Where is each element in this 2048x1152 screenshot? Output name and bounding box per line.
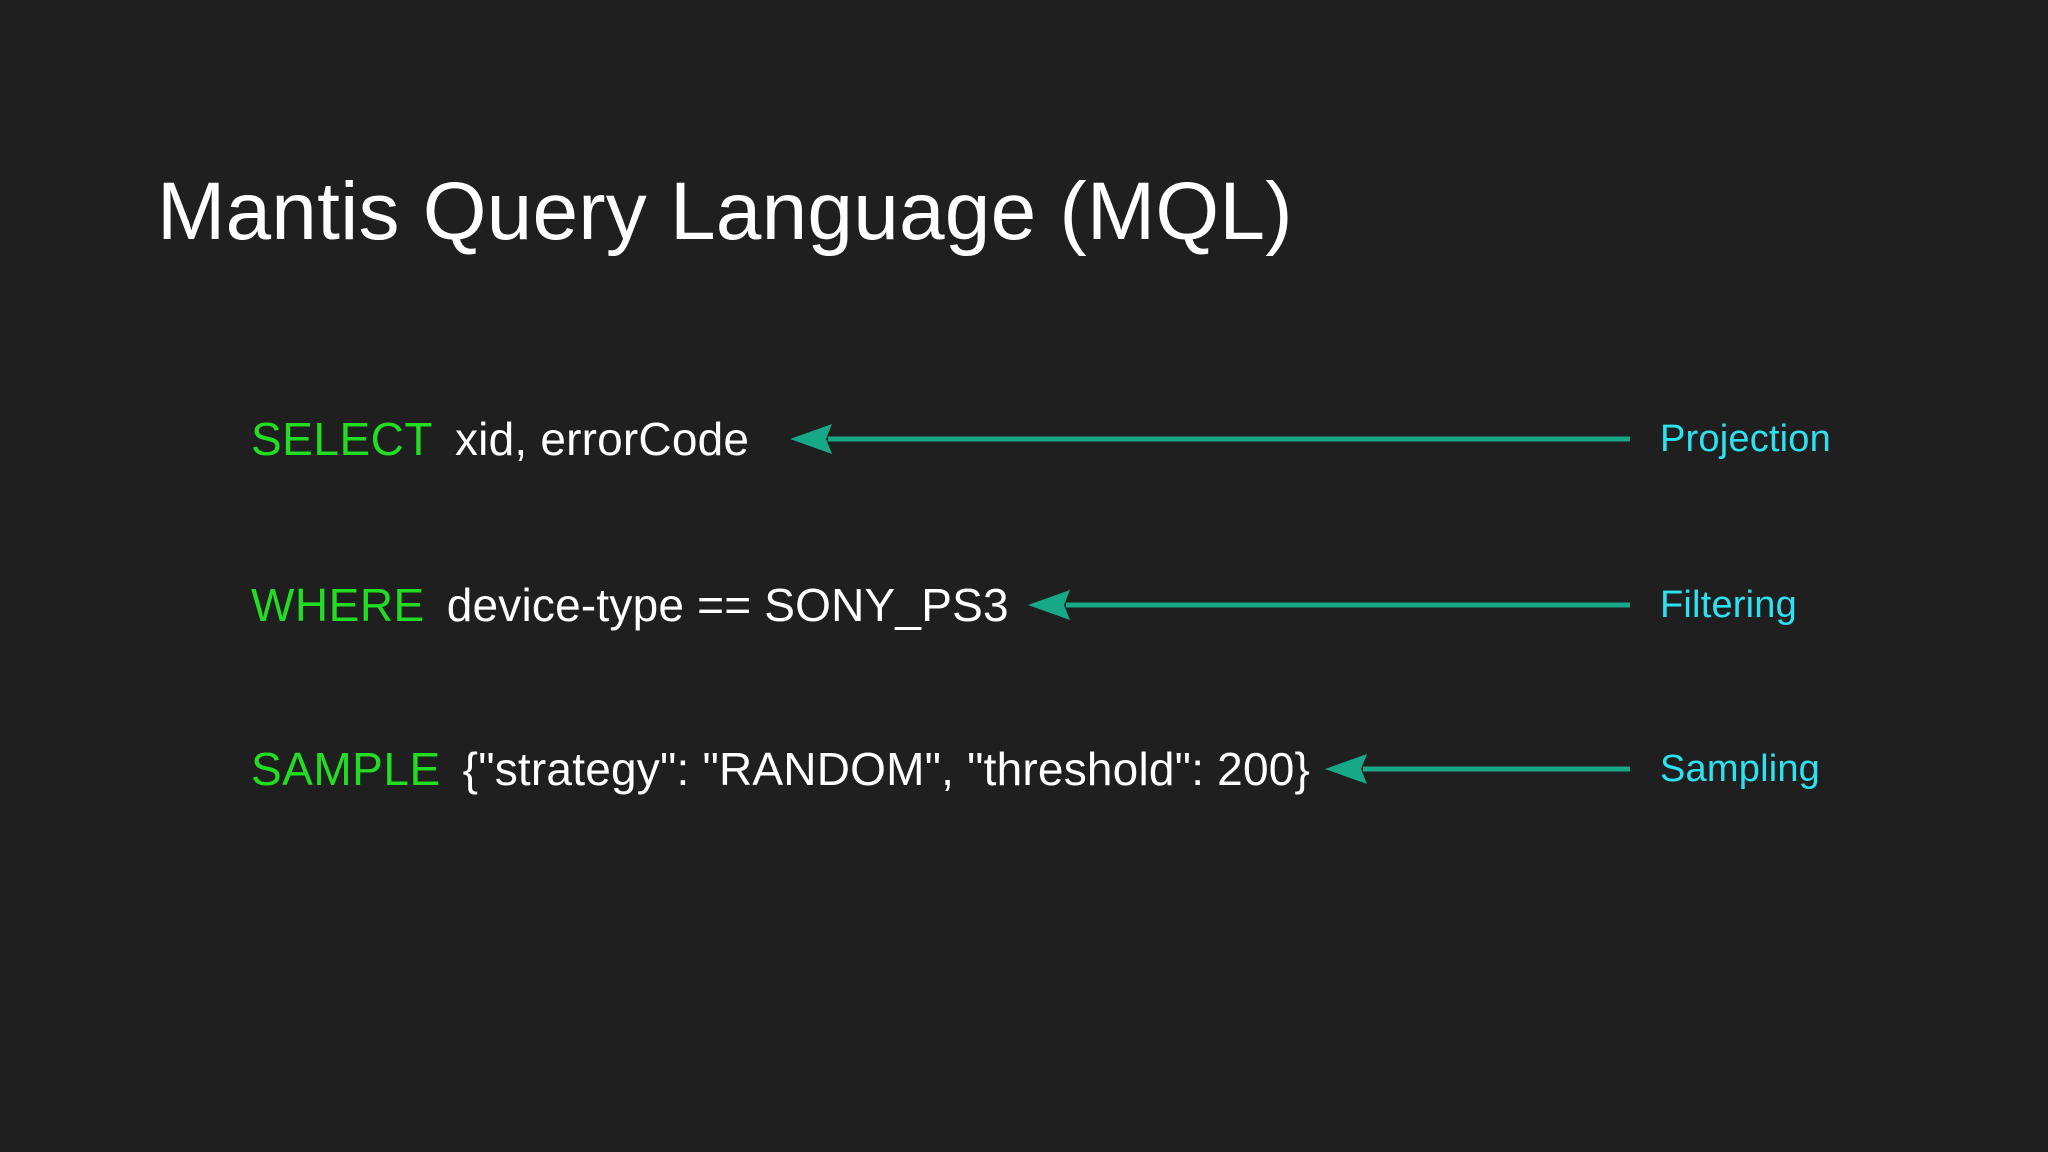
expression-where: device-type == SONY_PS3 [446,579,1009,631]
code-line-where: WHERE device-type == SONY_PS3 [251,570,1009,640]
query-row: SAMPLE {"strategy": "RANDOM", "threshold… [0,734,2048,804]
query-row: WHERE device-type == SONY_PS3 Filtering [0,570,2048,640]
annotation-sampling: Sampling [1660,748,1821,790]
code-line-select: SELECT xid, errorCode [251,404,749,474]
left-arrow-projection [790,422,1630,456]
query-row: SELECT xid, errorCode Projection [0,404,2048,474]
annotation-projection: Projection [1660,418,1831,460]
expression-select: xid, errorCode [454,413,750,465]
page-title: Mantis Query Language (MQL) [157,165,1293,257]
keyword-select: SELECT [251,413,433,465]
code-line-sample: SAMPLE {"strategy": "RANDOM", "threshold… [251,734,1310,804]
expression-sample: {"strategy": "RANDOM", "threshold": 200} [462,743,1311,795]
keyword-sample: SAMPLE [251,743,441,795]
keyword-where: WHERE [251,579,425,631]
annotation-filtering: Filtering [1660,584,1797,626]
left-arrow-sampling [1325,752,1630,786]
left-arrow-filtering [1028,588,1630,622]
